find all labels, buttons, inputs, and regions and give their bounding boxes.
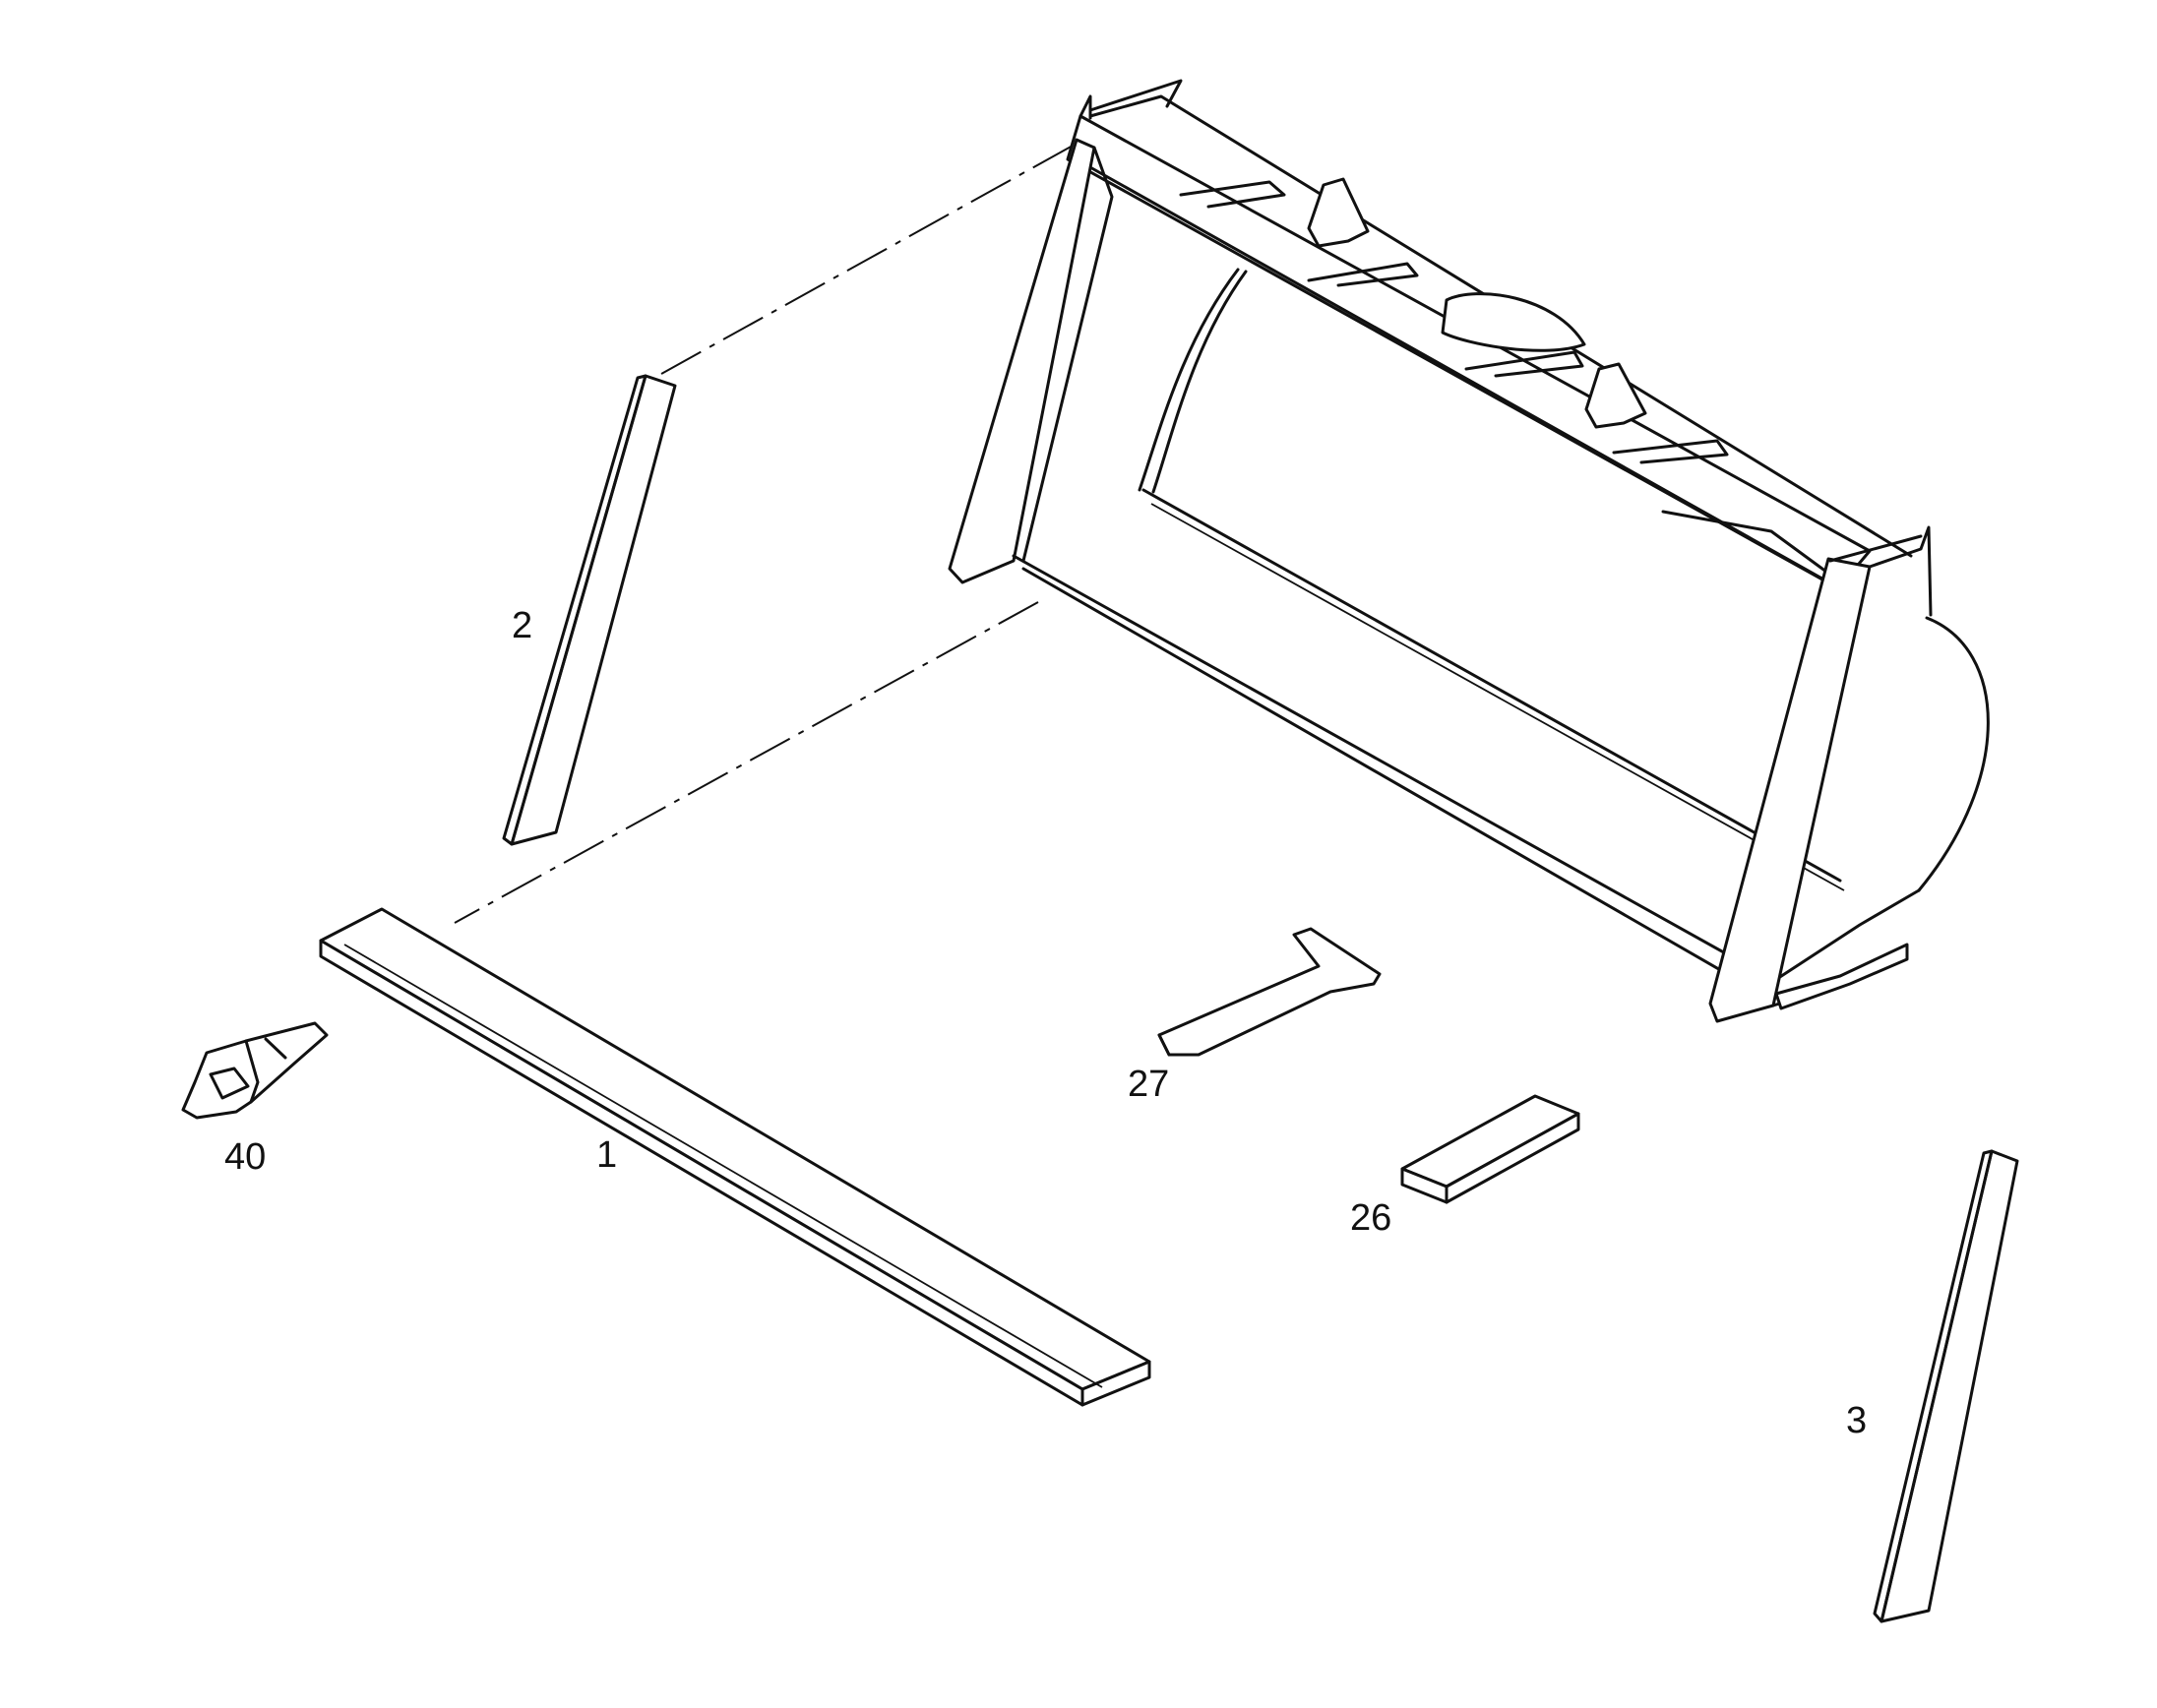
part-2-side-edge-left: [502, 374, 677, 846]
callout-40: 40: [224, 1136, 266, 1178]
callout-26: 26: [1350, 1197, 1391, 1239]
part-27-wear-plate: [1157, 927, 1382, 1057]
callout-1: 1: [596, 1134, 617, 1176]
part-40-tooth: [181, 1021, 329, 1120]
callout-3: 3: [1846, 1400, 1867, 1441]
part-26-wear-pad: [1400, 1094, 1580, 1204]
callout-27: 27: [1128, 1064, 1169, 1105]
callout-2: 2: [512, 605, 532, 646]
bucket-body: [948, 79, 1990, 1023]
assembly-lines: [454, 145, 1074, 924]
part-1-cutting-edge: [319, 907, 1151, 1407]
callout-labels: 1 2 3 26 27 40: [224, 605, 1867, 1441]
part-3-side-edge-right: [1873, 1149, 2019, 1623]
